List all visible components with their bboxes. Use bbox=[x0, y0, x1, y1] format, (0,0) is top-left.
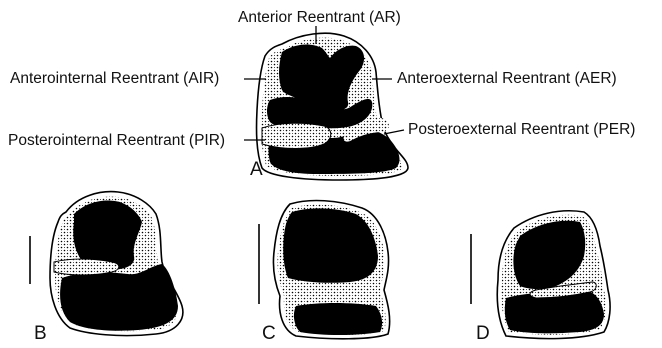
panel-letter-a: A bbox=[250, 160, 263, 179]
label-posterointernal-reentrant: Posterointernal Reentrant (PIR) bbox=[8, 133, 225, 149]
label-posteroexternal-reentrant: Posteroexternal Reentrant (PER) bbox=[408, 122, 635, 138]
tooth-c bbox=[273, 201, 389, 339]
label-anterior-reentrant: Anterior Reentrant (AR) bbox=[238, 10, 401, 26]
panel-letter-c: C bbox=[262, 324, 276, 343]
tooth-b bbox=[50, 192, 183, 336]
tooth-a-pir-tongue bbox=[262, 123, 331, 148]
tooth-c-posterior-lobe bbox=[294, 303, 382, 335]
leader-line-per bbox=[384, 130, 404, 134]
tooth-a bbox=[257, 33, 408, 180]
tooth-d bbox=[497, 211, 610, 339]
panel-letter-b: B bbox=[34, 324, 47, 343]
label-anteroexternal-reentrant: Anteroexternal Reentrant (AER) bbox=[397, 71, 617, 87]
panel-letter-d: D bbox=[476, 324, 490, 343]
tooth-b-pir-tongue bbox=[54, 259, 119, 275]
label-anterointernal-reentrant: Anterointernal Reentrant (AIR) bbox=[10, 71, 219, 87]
